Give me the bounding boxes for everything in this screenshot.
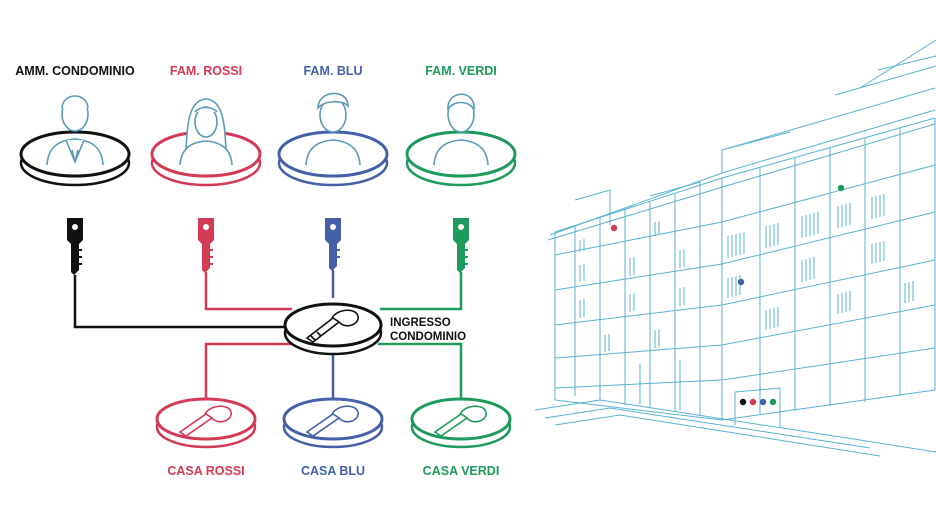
key-icon: [325, 218, 341, 271]
entrance-dot-blu: [759, 398, 767, 406]
person-admin: [19, 95, 131, 187]
home-rossi: [155, 397, 257, 449]
entrance-dot-admin: [739, 398, 747, 406]
key-icon: [67, 218, 83, 275]
entrance-dot-verdi: [769, 398, 777, 406]
connector-verdi: [380, 272, 463, 311]
key-icon: [198, 218, 214, 273]
label-admin: AMM. CONDOMINIO: [15, 64, 135, 78]
man-icon: [305, 92, 361, 166]
hub-label-line2: CONDOMINIO: [390, 331, 466, 343]
connector-admin: [73, 275, 285, 329]
key-icon: [453, 218, 469, 273]
marker-dot-rossi: [610, 224, 618, 232]
label-rossi: FAM. ROSSI: [170, 64, 242, 78]
person-icon: [433, 93, 489, 166]
connector-lines: [73, 270, 463, 398]
entrance-dot-rossi: [749, 398, 757, 406]
home-verdi: [410, 397, 512, 449]
marker-dot-verdi: [837, 184, 845, 192]
key-icon: [305, 309, 359, 343]
key-icon: [433, 405, 487, 437]
hub-label-line1: INGRESSO: [390, 317, 451, 329]
key-icon: [305, 405, 359, 437]
connector-rossi: [204, 272, 292, 311]
key-icon: [178, 405, 232, 437]
person-verdi: [405, 93, 517, 187]
entrance-dots: [739, 398, 777, 406]
label-casa-verdi: CASA VERDI: [423, 464, 500, 478]
label-verdi: FAM. VERDI: [425, 64, 497, 78]
person-rossi: [150, 98, 262, 187]
home-blu: [282, 397, 384, 449]
building-illustration: [534, 39, 936, 457]
connector-casa-rossi: [204, 342, 292, 398]
label-casa-rossi: CASA ROSSI: [167, 464, 244, 478]
person-blu: [277, 92, 389, 187]
man-suit-icon: [46, 95, 104, 166]
woman-icon: [179, 98, 233, 166]
connector-casa-verdi: [378, 342, 463, 398]
marker-dot-blu: [737, 278, 745, 286]
label-casa-blu: CASA BLU: [301, 464, 365, 478]
hub-ingresso-condominio: [283, 302, 383, 356]
label-blu: FAM. BLU: [303, 64, 362, 78]
